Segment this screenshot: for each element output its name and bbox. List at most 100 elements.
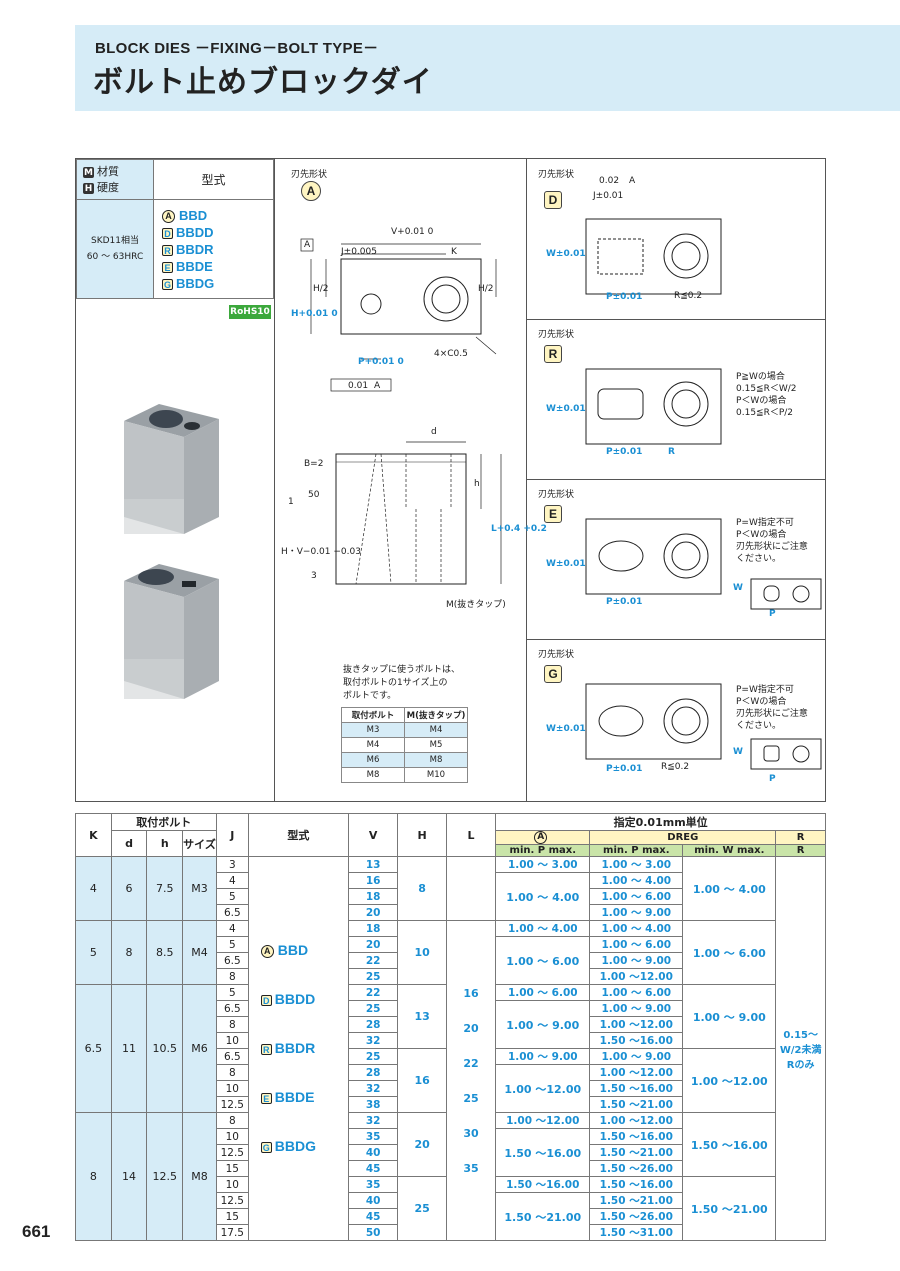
- title-japanese: ボルト止めブロックダイ: [93, 65, 433, 100]
- cell-a-p: 1.00 ～ 6.00: [495, 936, 591, 985]
- drawing-d: [585, 218, 722, 295]
- note-line: P＜Wの場合: [736, 697, 787, 707]
- cell-j: 15: [215, 1208, 249, 1225]
- dim-j: J±0.005: [341, 247, 377, 257]
- hdr-j: J: [215, 813, 249, 857]
- cell-k: 4: [75, 856, 112, 921]
- cell-j: 5: [215, 888, 249, 905]
- hdr-r: R: [775, 830, 826, 845]
- shape-e-title: 刃先形状: [538, 490, 575, 500]
- model-code-badge: E: [162, 261, 173, 273]
- dim-d: d: [431, 427, 437, 437]
- r-dim-p: P±0.01: [606, 447, 643, 457]
- shape-r-badge: R: [544, 345, 562, 363]
- cell-h: 7.5: [146, 856, 184, 921]
- d-dim-w: W±0.01: [546, 249, 586, 259]
- e-notes: P=W指定不可 P＜Wの場合 刃先形状にご注意 ください。: [736, 517, 808, 565]
- cell-dreg-p: 1.50 ～16.00: [589, 1032, 684, 1049]
- hdr-l: L: [445, 813, 497, 857]
- cell-v: 32: [347, 1032, 399, 1049]
- cell-dreg-w: 1.50 ～21.00: [682, 1176, 777, 1241]
- e-dim-p-small: P: [769, 609, 776, 619]
- cell-j: 6.5: [215, 1000, 249, 1017]
- cell-r: 0.15～W/2未満 Rのみ: [775, 856, 826, 1241]
- d-flatness: 0.02: [599, 176, 620, 186]
- cell-j: 10: [215, 1032, 249, 1049]
- cell-dreg-w: 1.00 ～ 4.00: [682, 856, 777, 921]
- cell-j: 3: [215, 856, 249, 873]
- cell-dreg-p: 1.50 ～21.00: [589, 1192, 684, 1209]
- hardness-badge: H: [83, 182, 94, 194]
- cell-j: 10: [215, 1176, 249, 1193]
- cell-v: 22: [347, 984, 399, 1001]
- cell-j: 4: [215, 872, 249, 889]
- cell-j: 8: [215, 1016, 249, 1033]
- cell-v: 32: [347, 1112, 399, 1129]
- tap-cell: M4: [341, 737, 405, 753]
- tap-note-line: 抜きタップに使うボルトは、: [343, 665, 461, 675]
- panel-divider-2: [526, 159, 527, 801]
- cell-a-p: 1.50 ～21.00: [495, 1192, 591, 1241]
- cell-size: M3: [182, 856, 217, 921]
- cell-v: 45: [347, 1160, 399, 1177]
- model-code-badge: R: [162, 244, 173, 256]
- cell-dreg-p: 1.00 ～ 9.00: [589, 1000, 684, 1017]
- l-value: 35: [463, 1161, 479, 1175]
- hdr-a-badge: A: [534, 831, 548, 844]
- g-notes: P=W指定不可 P＜Wの場合 刃先形状にご注意 ください。: [736, 684, 808, 732]
- cell-v: 22: [347, 952, 399, 969]
- cell-h: 12.5: [146, 1112, 184, 1241]
- shape-a-title: 刃先形状: [291, 170, 328, 180]
- note-line: 0.15≦R＜P/2: [736, 408, 794, 418]
- drawing-r: [585, 368, 722, 445]
- d-datum: A: [629, 176, 636, 186]
- l-value: 22: [463, 1056, 479, 1070]
- cell-dreg-w: 1.00 ～ 6.00: [682, 920, 777, 985]
- cell-j: 17.5: [215, 1224, 249, 1241]
- cell-v: 18: [347, 920, 399, 937]
- note-line: P=W指定不可: [736, 518, 794, 528]
- cell-hval: 10: [397, 920, 447, 985]
- note-line: P＜Wの場合: [736, 530, 787, 540]
- model-name: BBD: [179, 207, 208, 223]
- note-line: P≧Wの場合: [736, 372, 785, 382]
- g-dim-w-small: W: [733, 747, 743, 757]
- cell-j: 5: [215, 936, 249, 953]
- e-dim-w-small: W: [733, 583, 743, 593]
- cell-dreg-p: 1.00 ～ 6.00: [589, 888, 684, 905]
- model-code-badge: G: [162, 278, 173, 290]
- cell-a-p: 1.00 ～12.00: [495, 1112, 591, 1129]
- hdr-r-col: R: [775, 844, 826, 857]
- hdr-type: 型式: [247, 813, 349, 857]
- shape-r-title: 刃先形状: [538, 330, 575, 340]
- note-line: 刃先形状にご注意: [736, 542, 808, 552]
- cell-j: 5: [215, 984, 249, 1001]
- g-dim-p-small: P: [769, 774, 776, 784]
- cell-v: 25: [347, 1000, 399, 1017]
- cell-a-p: 1.00 ～ 4.00: [495, 872, 591, 921]
- model-code-badge: G: [260, 1142, 272, 1153]
- cell-a-p: 1.00 ～12.00: [495, 1064, 591, 1113]
- dim-hv: H・V−0.01 −0.03: [281, 547, 361, 557]
- note-line: 0.15≦R＜W/2: [736, 384, 797, 394]
- cell-j: 12.5: [215, 1096, 249, 1113]
- cell-hval: 16: [397, 1048, 447, 1113]
- cell-a-p: 1.00 ～ 9.00: [495, 1000, 591, 1049]
- cell-v: 20: [347, 936, 399, 953]
- cell-v: 40: [347, 1144, 399, 1161]
- panel-divider-h1: [526, 319, 826, 320]
- material-label: 材質: [97, 164, 119, 178]
- note-line: 刃先形状にご注意: [736, 709, 808, 719]
- cell-j: 12.5: [215, 1144, 249, 1161]
- cell-dreg-p: 1.50 ～31.00: [589, 1224, 684, 1241]
- model-code-badge: A: [260, 944, 274, 958]
